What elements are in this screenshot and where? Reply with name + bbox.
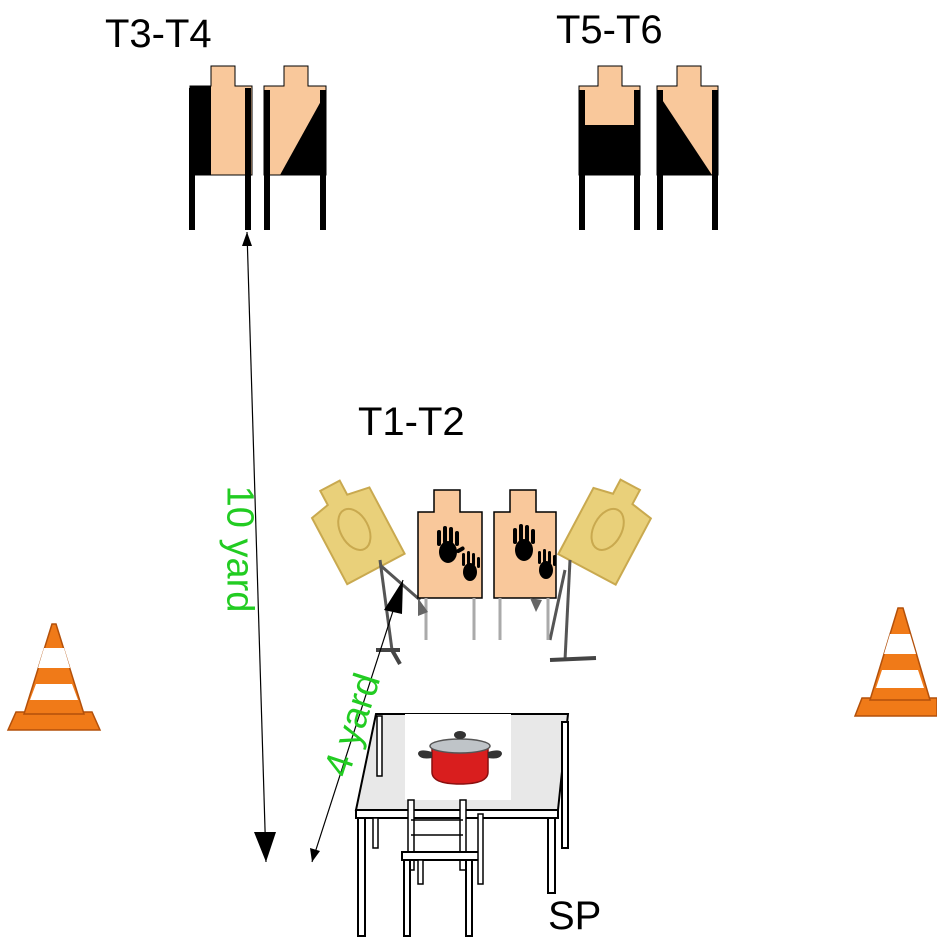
target-t3 (189, 65, 253, 230)
cooking-pot-icon (418, 731, 502, 785)
target-t2 (493, 489, 557, 640)
target-t1 (417, 489, 483, 640)
hand-print-icon (437, 526, 480, 581)
traffic-cone-icon-right (853, 607, 937, 717)
group-label-t3-t4: T3-T4 (105, 12, 212, 56)
no-shoot-right (548, 478, 653, 662)
traffic-cone-icon-left (6, 623, 102, 731)
arrow-4-yard (310, 579, 404, 863)
target-t4 (263, 65, 327, 230)
group-label-t5-t6: T5-T6 (556, 8, 663, 52)
distance-label-10-yard: 10 yard (218, 485, 261, 613)
start-position-label: SP (548, 894, 602, 938)
arrow-10-yard (242, 231, 276, 863)
hand-print-icon (513, 524, 556, 579)
group-label-t1-t2: T1-T2 (358, 400, 465, 444)
target-t5 (578, 65, 641, 230)
target-t6 (656, 65, 719, 230)
no-shoot-left (310, 479, 421, 665)
chair-icon (401, 799, 484, 937)
